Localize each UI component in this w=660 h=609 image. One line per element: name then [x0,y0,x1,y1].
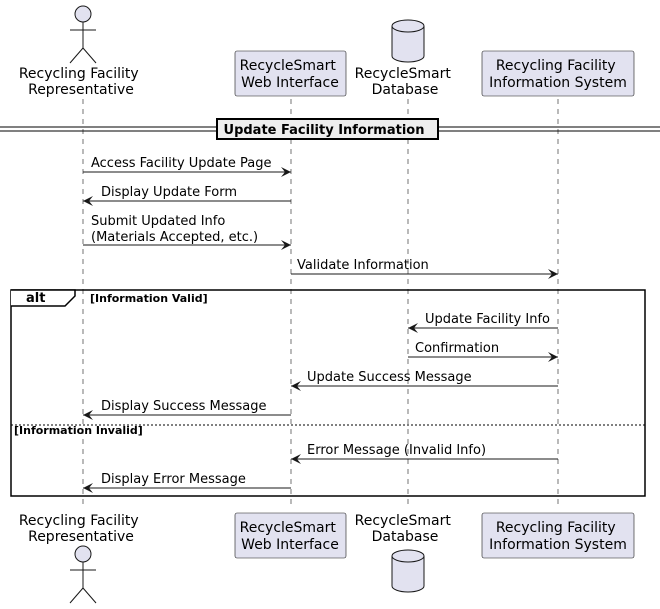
svg-text:Error Message (Invalid Info): Error Message (Invalid Info) [307,443,486,458]
message: Confirmation [408,341,558,362]
message: Display Error Message [83,472,291,493]
database-icon [391,19,425,63]
svg-text:Display Error Message: Display Error Message [101,472,246,487]
svg-text:Display Update Form: Display Update Form [101,185,237,200]
svg-text:Confirmation: Confirmation [415,341,499,356]
message: Update Success Message [291,370,558,391]
actor-icon [69,545,97,604]
participant-web-box [234,50,347,97]
database-icon [391,549,425,593]
divider: Update Facility Information [0,118,660,140]
participant-fis-box-bottom [481,512,635,559]
actor-icon [69,5,97,64]
participant-rep-label: Recycling Facility Representative [19,66,143,98]
message: Display Success Message [83,399,291,420]
alt-guard-invalid: [Information Invalid] [14,424,143,437]
message: Validate Information [291,258,558,279]
participant-db-label: RecycleSmart Database [355,66,456,98]
alt-guard-valid: [Information Valid] [90,292,208,305]
participant-rep-label-bottom: Recycling Facility Representative [19,513,143,545]
participant-web-box-bottom [234,512,347,559]
participant-fis-label-bottom: Recycling Facility Information System [489,520,627,553]
participant-fis-label: Recycling Facility Information System [489,58,627,91]
participant-db-label-bottom: RecycleSmart Database [355,513,456,545]
svg-text:Submit Updated Info (M: Submit Updated Info (Materials Accepted,… [91,214,258,245]
message: Update Facility Info [408,312,558,333]
svg-text:Update Success Message: Update Success Message [307,370,472,385]
message: Error Message (Invalid Info) [291,443,558,464]
divider-box [216,118,439,140]
svg-text:Access Facility Update Page: Access Facility Update Page [91,156,271,171]
divider-title: Update Facility Information [224,123,425,138]
lifelines [82,99,559,508]
message: Access Facility Update Page [83,156,291,177]
participant-web-label-bottom: RecycleSmart Web Interface [240,520,341,553]
participants-top: Recycling Facility Representative Recycl… [19,5,635,98]
participant-web-label: RecycleSmart Web Interface [240,58,341,91]
alt-keyword: alt [26,291,45,306]
messages: Access Facility Update Page Display Upda… [10,156,646,497]
participants-bottom: Recycling Facility Representative Recycl… [19,512,635,604]
message: Submit Updated Info (Materials Accepted,… [83,214,291,250]
svg-text:Update Facility Info: Update Facility Info [425,312,550,327]
svg-text:Validate Information: Validate Information [297,258,429,273]
participant-fis-box [481,50,635,97]
message: Display Update Form [83,185,291,206]
svg-text:Display Success Message: Display Success Message [101,399,267,414]
alt-frame: alt [Information Valid] [Information Inv… [10,289,646,497]
